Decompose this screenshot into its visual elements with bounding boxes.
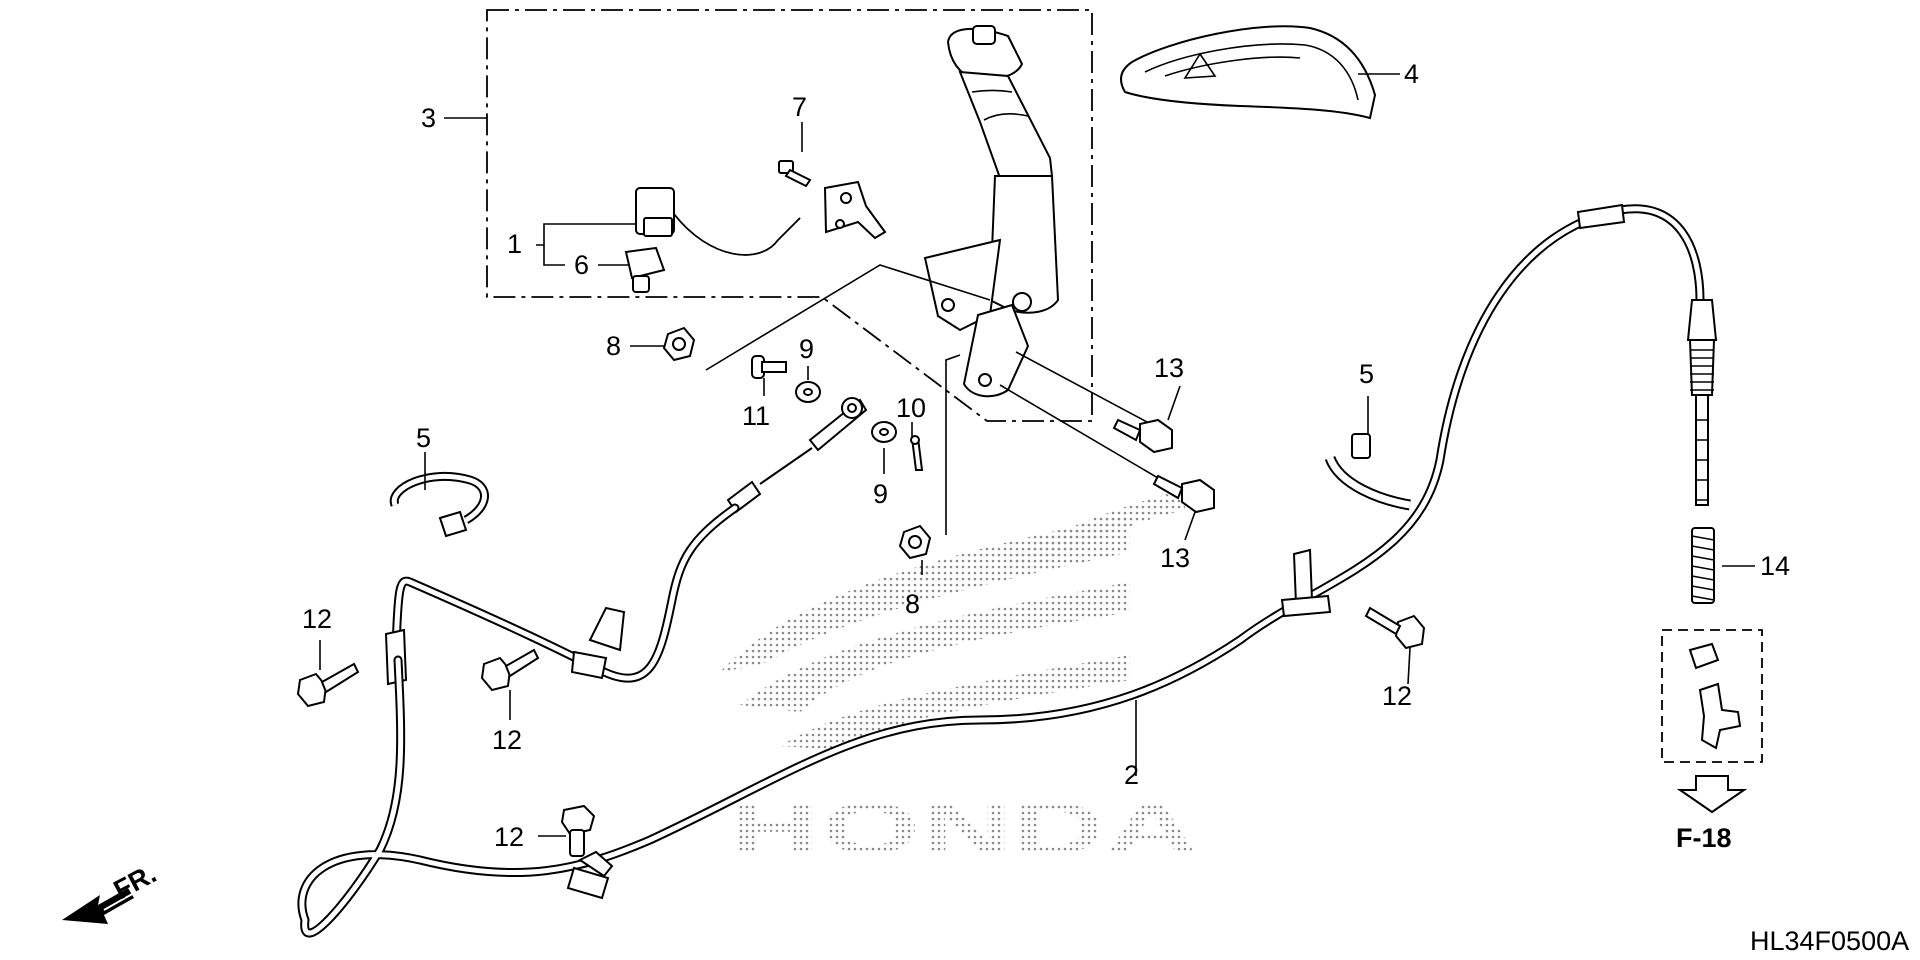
reference-arrow-down [1676,775,1748,814]
callout-10: 10 [896,393,926,423]
washer-9-upper [795,381,821,403]
diagram-code: HL34F0500A [1750,926,1909,956]
callout-8-lower: 8 [905,589,920,619]
equalizer-parts [1688,642,1742,750]
front-direction-arrow [62,888,138,924]
clip-6 [624,246,666,293]
reference-label-f18[interactable]: F-18 [1676,823,1732,853]
callout-leaders [319,73,1755,837]
callout-9-upper: 9 [799,334,814,364]
honda-wing-watermark: HONDA [720,490,1198,869]
leader-8a [705,264,991,371]
callout-14: 14 [1760,551,1790,581]
leader-8b [945,354,961,535]
reference-box-f18 [1661,629,1763,763]
screw-7 [778,160,812,188]
callout-8-upper: 8 [606,331,621,361]
cable-clamp-5-left [389,471,489,538]
callout-2: 2 [1124,760,1139,790]
pin-11 [751,355,787,379]
washer-9-lower [871,421,897,443]
bolt-12-bottom [560,804,596,857]
nut-8-upper [662,326,696,362]
callout-12-left: 12 [302,604,332,634]
leader-13a [1015,351,1163,431]
callout-6: 6 [574,250,589,280]
cotter-pin-10 [910,435,924,471]
bolt-12-right [1364,606,1426,650]
callout-7: 7 [792,92,807,122]
bolt-12-left [296,662,360,708]
leader-13b [999,384,1176,489]
callout-12-right: 12 [1382,681,1412,711]
callout-11: 11 [742,401,770,431]
cable-clamp-5-right [1324,433,1411,511]
spring-14 [1691,527,1715,604]
bolt-13-upper [1112,418,1173,454]
parking-brake-lever [923,25,1060,398]
callout-3: 3 [421,103,436,133]
rear-brake-cable [297,203,1718,938]
callout-5-left: 5 [416,423,431,453]
callout-13-upper: 13 [1154,353,1184,383]
callout-4: 4 [1404,59,1419,89]
callout-13-lower: 13 [1160,543,1190,573]
callout-1: 1 [507,229,522,259]
front-brake-cable [384,397,868,686]
bolt-13-lower [1152,474,1215,514]
callout-5-right: 5 [1359,359,1374,389]
callout-12-mid: 12 [492,725,522,755]
honda-watermark-text: HONDA [728,789,1198,869]
callout-12-bottom: 12 [494,822,524,852]
switch-assembly [635,180,887,256]
callout-9-lower: 9 [873,479,888,509]
lever-boot [1119,25,1377,120]
bolt-12-mid [480,648,540,692]
nut-8-lower [898,524,932,560]
assembly-box-3 [486,9,1093,422]
